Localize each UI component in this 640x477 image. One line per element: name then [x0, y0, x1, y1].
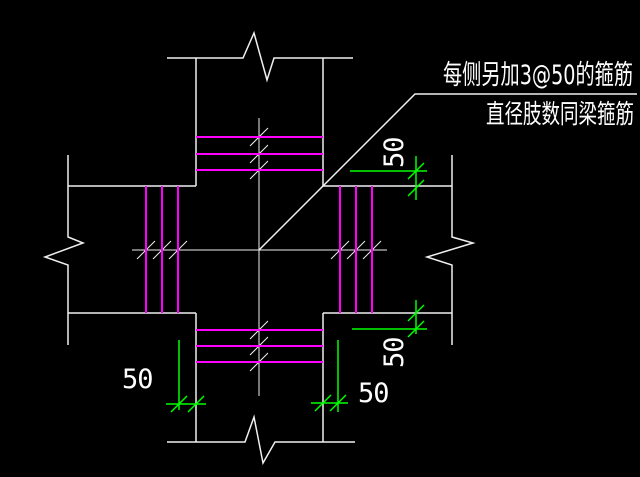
member-outlines: [42, 30, 476, 466]
annotation-leader-line: [258, 93, 637, 251]
dim-tick: [329, 394, 347, 412]
dim-label-bottom-left: 50: [122, 364, 153, 395]
annotation-line-1: 每侧另加3@50的箍筋: [443, 60, 633, 91]
dim-label-top-right: 50: [379, 137, 410, 168]
dim-tick: [407, 304, 425, 322]
right-break-line: [424, 155, 476, 345]
annotation-line-2: 直径肢数同梁箍筋: [486, 100, 634, 130]
dim-tick: [407, 179, 425, 197]
annotation-texts: 每侧另加3@50的箍筋 直径肢数同梁箍筋 50 50 50 50: [122, 60, 634, 409]
dimensions: [166, 156, 427, 413]
dim-tick: [314, 394, 332, 412]
dim-tick: [407, 320, 425, 338]
dim-label-bottom-center: 50: [358, 378, 389, 409]
dim-label-bottom-right: 50: [379, 337, 410, 368]
left-break-line: [42, 155, 86, 345]
dim-tick: [170, 395, 188, 413]
bottom-break-line: [167, 414, 355, 466]
stirrups: [145, 136, 373, 363]
dim-tick: [187, 395, 205, 413]
top-break-line: [167, 30, 353, 83]
dim-tick: [407, 162, 425, 180]
